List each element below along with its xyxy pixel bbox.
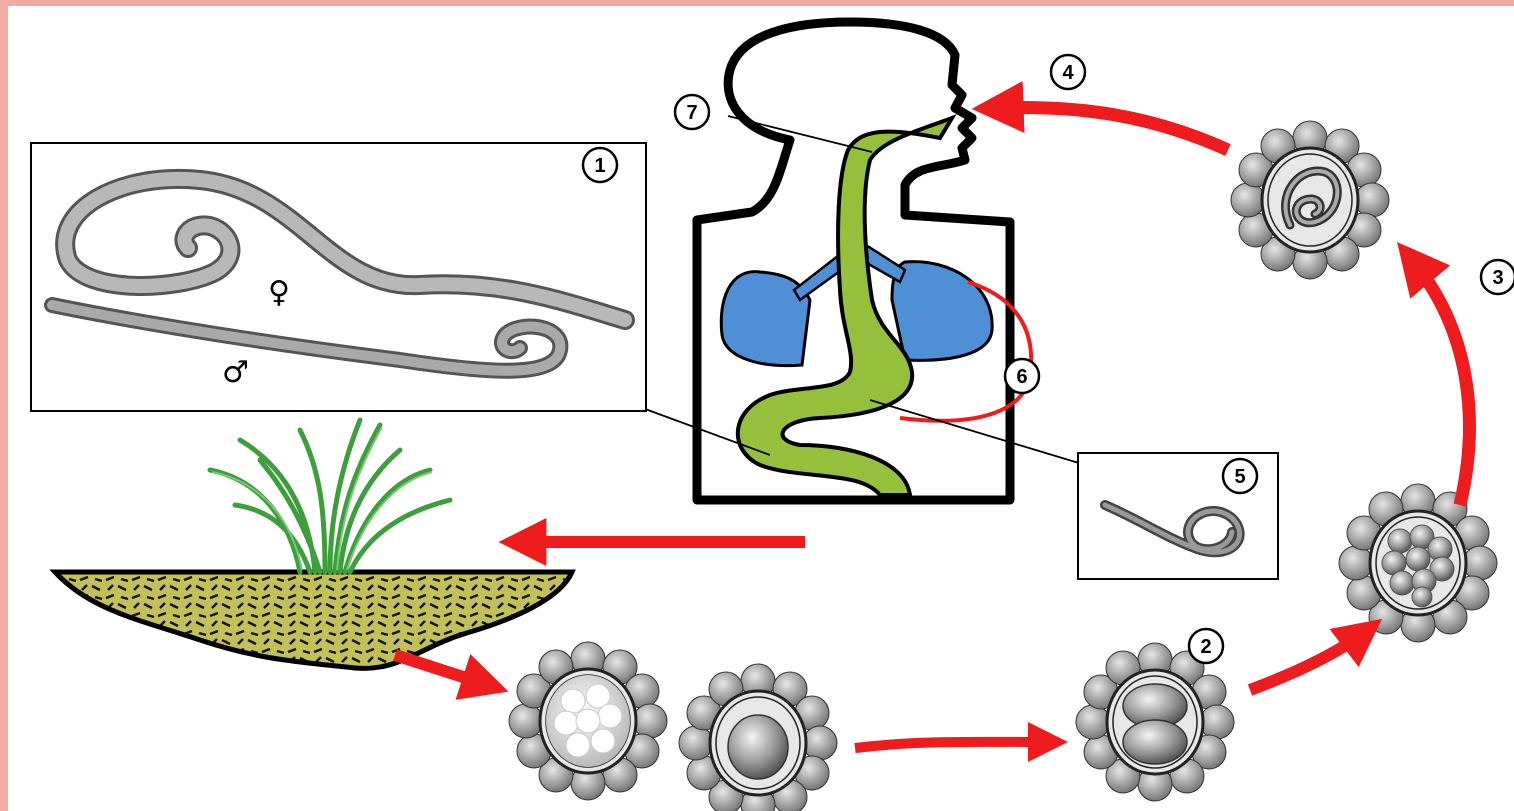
svg-text:1: 1 xyxy=(594,155,605,177)
arrow-to-multi-cell xyxy=(1250,632,1365,690)
svg-text:7: 7 xyxy=(686,102,697,124)
svg-text:6: 6 xyxy=(1016,366,1027,388)
svg-text:3: 3 xyxy=(1492,267,1503,289)
stage-marker-4: 4 xyxy=(1051,55,1085,89)
stage-marker-5: 5 xyxy=(1223,459,1257,493)
multi-cell-egg-icon xyxy=(1339,484,1497,642)
stage-marker-3: 3 xyxy=(1481,260,1514,294)
svg-text:4: 4 xyxy=(1062,62,1074,84)
arrow-soil-to-egg xyxy=(395,655,488,685)
arrow-to-mouth xyxy=(995,107,1228,150)
stage-marker-1: 1 xyxy=(583,148,617,182)
two-cell-egg-icon xyxy=(1076,643,1234,801)
svg-text:5: 5 xyxy=(1234,466,1245,488)
stage-marker-2: 2 xyxy=(1189,629,1223,663)
arrow-to-larvated xyxy=(1412,260,1469,505)
larvated-egg-icon xyxy=(1231,121,1389,279)
stage-marker-7: 7 xyxy=(675,95,709,129)
grass-soil-icon xyxy=(55,420,572,668)
male-symbol: ♂ xyxy=(222,355,249,390)
stage-marker-6: 6 xyxy=(1005,359,1039,393)
female-symbol: ♀ xyxy=(268,275,290,310)
arrow-to-two-cell xyxy=(855,742,1050,748)
unembryonated-egg-icon xyxy=(509,642,667,800)
svg-text:2: 2 xyxy=(1200,636,1211,658)
single-cell-egg-icon xyxy=(679,664,837,811)
